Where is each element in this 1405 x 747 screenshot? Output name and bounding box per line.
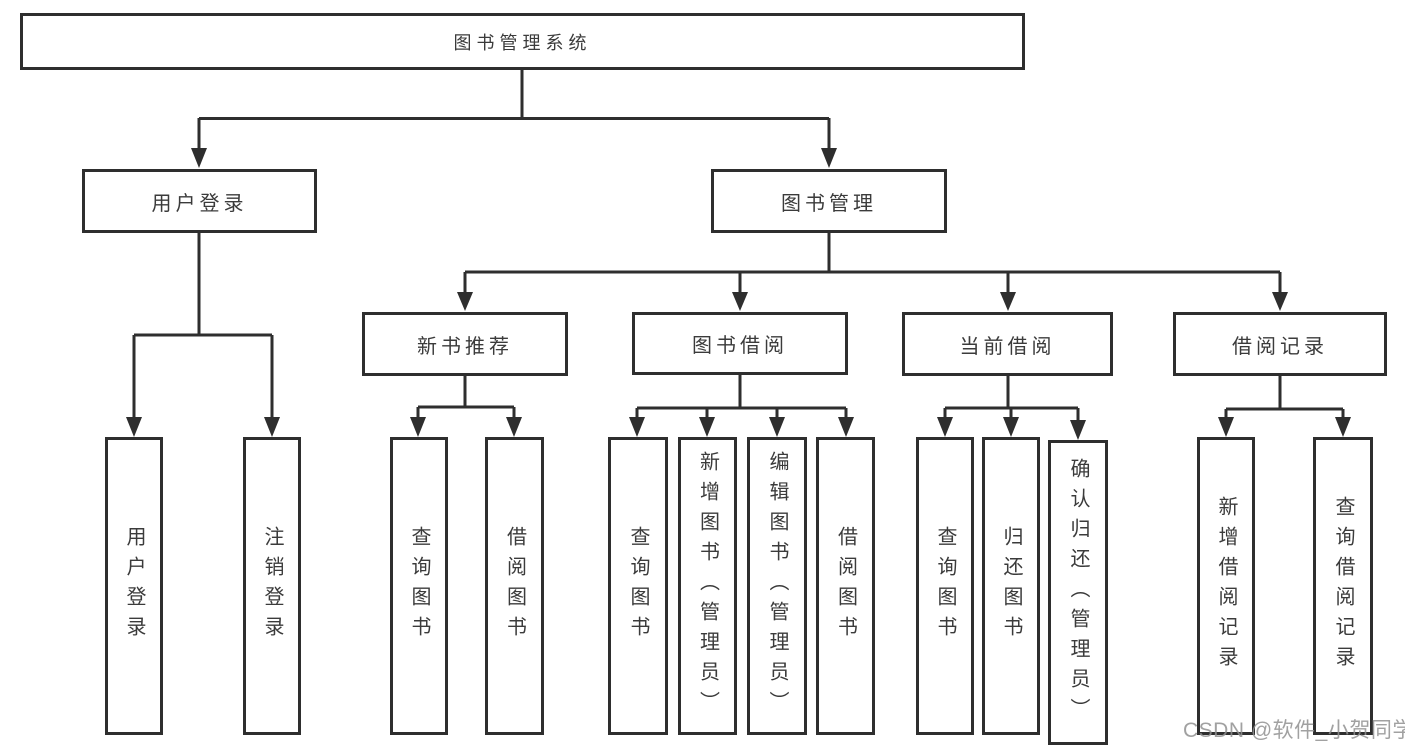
node-label: 用户登录 [123, 526, 145, 646]
node-label: 新增借阅记录 [1215, 496, 1237, 676]
leaf-borrowing-borrow-book: 借阅图书 [816, 437, 875, 735]
leaf-borrowing-edit-book-admin: 编辑图书（管理员） [747, 437, 807, 735]
arrowheads [126, 148, 1351, 440]
leaf-records-add-borrow-record: 新增借阅记录 [1197, 437, 1255, 735]
leaf-records-query-borrow-record: 查询借阅记录 [1313, 437, 1373, 735]
node-label: 查询图书 [408, 526, 430, 646]
node-user-login: 用户登录 [82, 169, 317, 233]
node-label: 新增图书（管理员） [696, 451, 719, 721]
node-label: 查询图书 [934, 526, 956, 646]
node-label: 编辑图书（管理员） [766, 451, 788, 721]
node-current-borrowing: 当前借阅 [902, 312, 1113, 376]
node-label: 借阅记录 [1232, 335, 1328, 358]
node-book-borrowing: 图书借阅 [632, 312, 848, 375]
node-label: 图书管理 [781, 192, 877, 215]
leaf-borrowing-query-book: 查询图书 [608, 437, 668, 735]
node-label: 借阅图书 [503, 526, 526, 646]
node-label: 注销登录 [261, 526, 283, 646]
node-book-management: 图书管理 [711, 169, 947, 233]
node-borrowing-records: 借阅记录 [1173, 312, 1387, 376]
csdn-watermark: CSDN @软件_小贺同学 [1183, 719, 1405, 742]
node-label: 归还图书 [1000, 526, 1022, 646]
leaf-current-return-book: 归还图书 [982, 437, 1040, 735]
node-label: 查询借阅记录 [1332, 496, 1354, 676]
node-library-management-system: 图书管理系统 [20, 13, 1025, 70]
node-label: 新书推荐 [417, 335, 513, 358]
node-label: 查询图书 [627, 526, 649, 646]
leaf-borrowing-add-book-admin: 新增图书（管理员） [678, 437, 737, 735]
node-label: 借阅图书 [834, 526, 857, 646]
leaf-logout: 注销登录 [243, 437, 301, 735]
leaf-current-query-book: 查询图书 [916, 437, 974, 735]
leaf-recommend-query-book: 查询图书 [390, 437, 448, 735]
node-new-book-recommend: 新书推荐 [362, 312, 568, 376]
node-label: 图书借阅 [692, 335, 788, 357]
node-label: 图书管理系统 [453, 32, 592, 53]
node-label: 用户登录 [151, 192, 248, 215]
leaf-current-confirm-return-admin: 确认归还（管理员） [1048, 440, 1108, 745]
node-label: 当前借阅 [959, 335, 1056, 358]
leaf-user-login: 用户登录 [105, 437, 163, 735]
leaf-recommend-borrow-book: 借阅图书 [485, 437, 544, 735]
node-label: 确认归还（管理员） [1067, 457, 1089, 728]
